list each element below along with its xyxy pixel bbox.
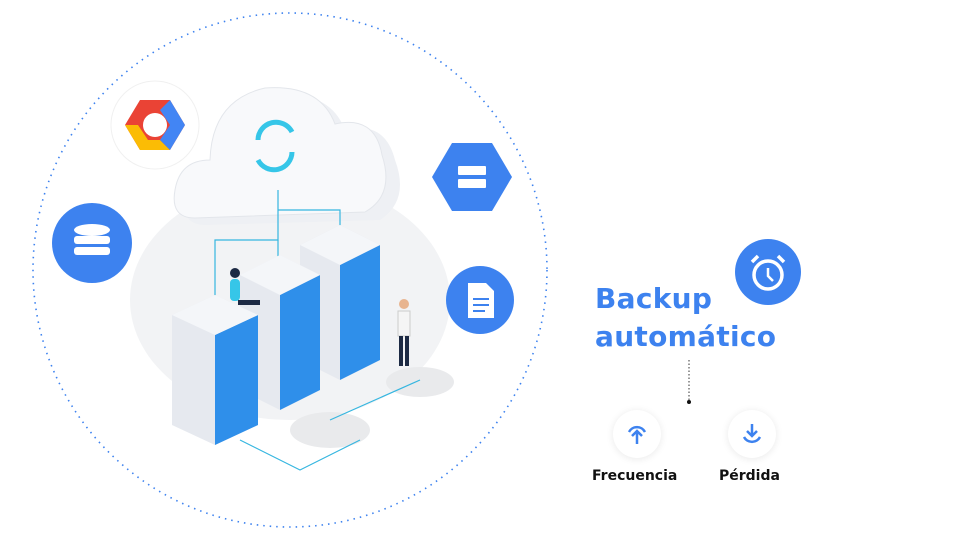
- frequency-label: Frecuencia: [592, 468, 678, 484]
- sync-icon: [255, 119, 295, 173]
- person-laptop: [230, 268, 260, 305]
- title-line-1: Backup: [595, 282, 713, 315]
- download-arrow-icon: [742, 424, 762, 444]
- google-cloud-logo: [110, 80, 200, 170]
- title-line-2: automático: [595, 320, 777, 353]
- alarm-clock-icon: [735, 239, 801, 305]
- page-title: Backup automático: [595, 280, 776, 356]
- dotted-circle: [32, 12, 548, 528]
- database-icon: [52, 203, 132, 283]
- loss-label: Pérdida: [719, 468, 780, 484]
- document-icon: [446, 266, 514, 334]
- server-rack: [240, 255, 320, 410]
- loss-button[interactable]: [728, 410, 776, 458]
- storage-server-icon: [432, 143, 512, 211]
- upload-arrow-icon: [627, 425, 647, 444]
- frequency-button[interactable]: [613, 410, 661, 458]
- person-standing: [397, 299, 411, 366]
- server-rack: [172, 295, 258, 445]
- cloud-icon: [173, 87, 400, 225]
